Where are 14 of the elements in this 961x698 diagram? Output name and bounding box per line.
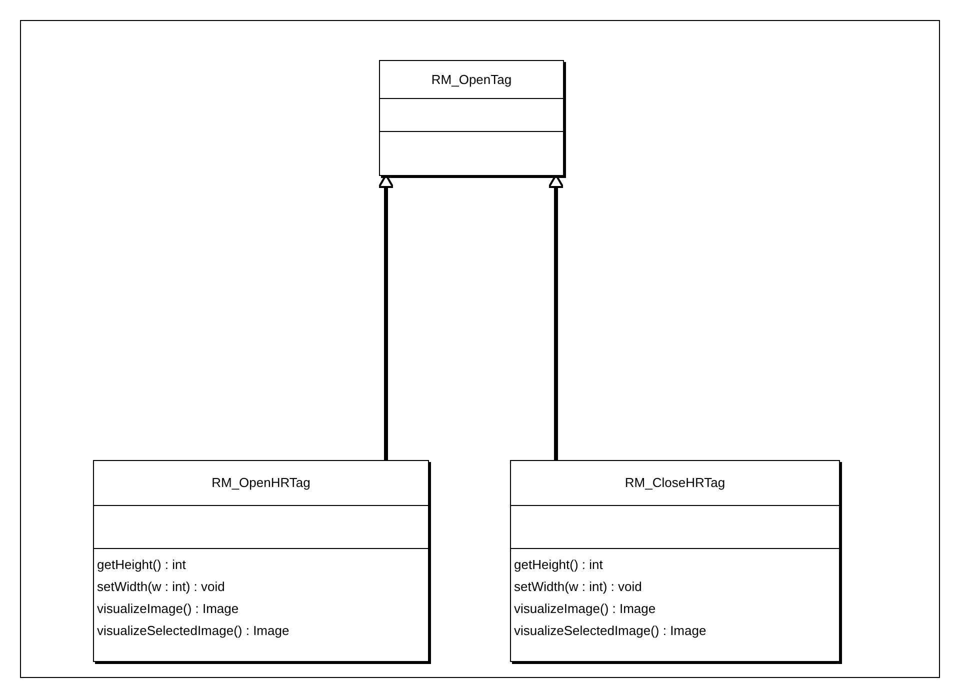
method-signature: visualizeImage() : Image: [514, 600, 656, 618]
method-signature: visualizeSelectedImage() : Image: [97, 622, 290, 640]
class-box: [379, 60, 564, 176]
class-name: RM_OpenTag: [431, 70, 512, 89]
method-signature: setWidth(w : int) : void: [514, 578, 642, 596]
class-box: [510, 460, 840, 662]
method-signature: visualizeImage() : Image: [97, 600, 239, 618]
method-signature: getHeight() : int: [97, 556, 186, 574]
class-name: RM_CloseHRTag: [624, 474, 726, 492]
class-name: RM_OpenHRTag: [212, 474, 310, 492]
method-signature: getHeight() : int: [514, 556, 603, 574]
class-box: [93, 460, 429, 662]
method-signature: visualizeSelectedImage() : Image: [514, 622, 706, 640]
method-signature: setWidth(w : int) : void: [97, 578, 225, 596]
